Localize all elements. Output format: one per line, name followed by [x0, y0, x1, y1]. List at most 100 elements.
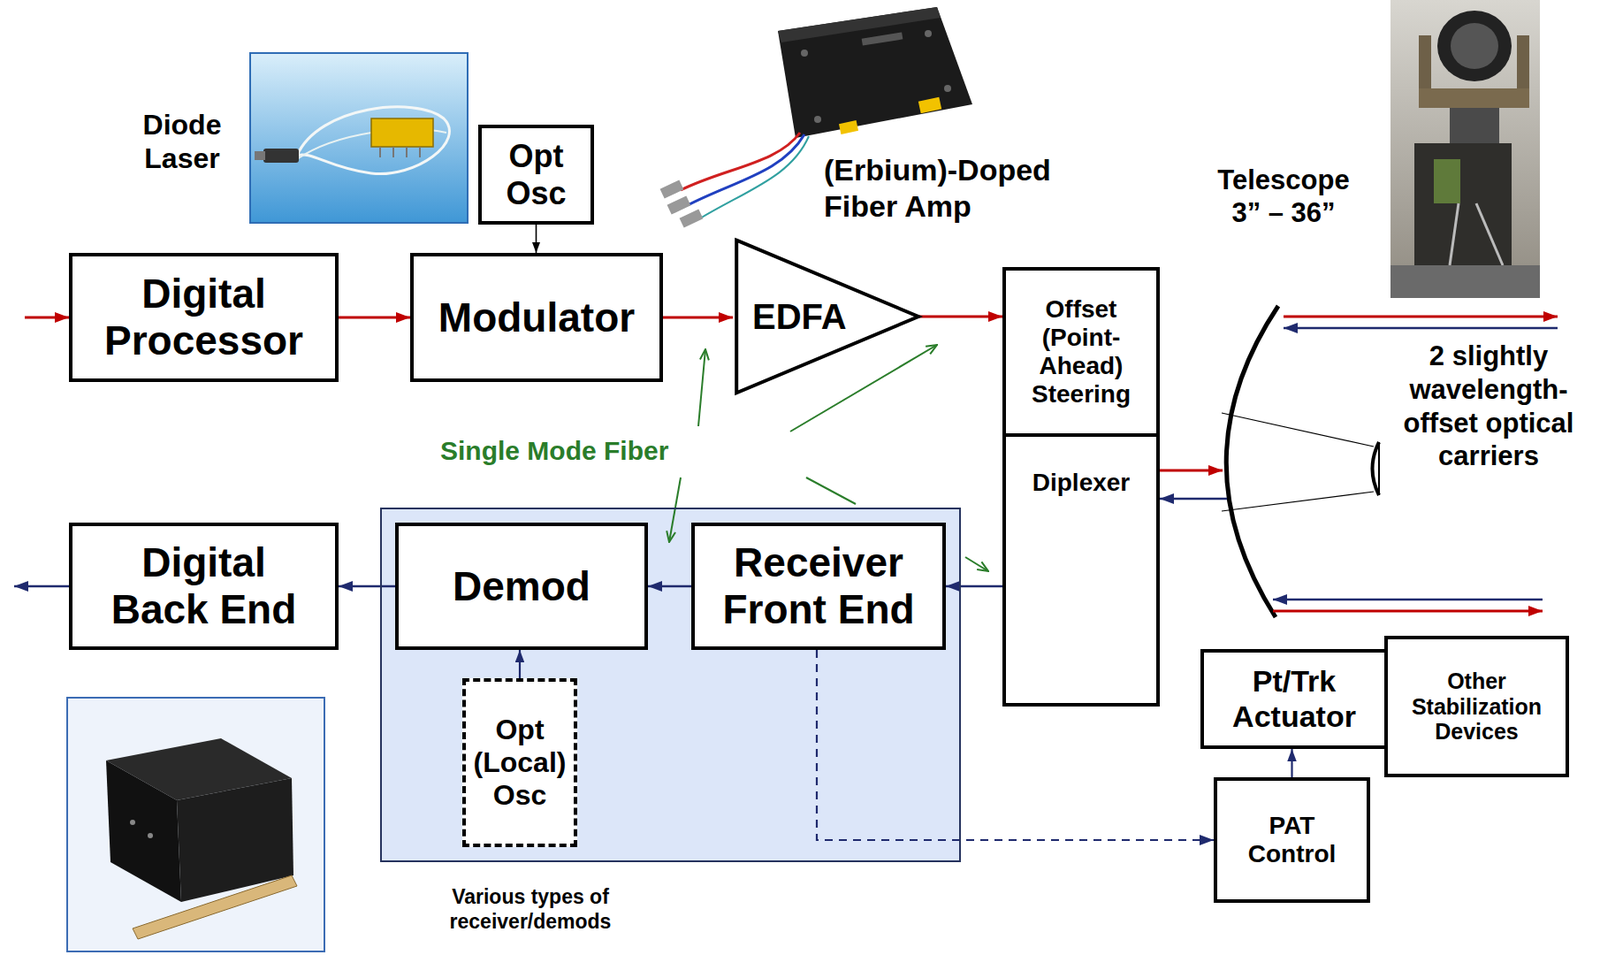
pat-control-box: PAT Control — [1213, 777, 1371, 903]
beam-arrows-part — [24, 316, 69, 320]
box-label: Pt/Trk Actuator — [1211, 663, 1378, 733]
box-label: Diplexer — [1032, 468, 1131, 497]
processor-box: Digital Processor — [68, 252, 339, 382]
box-label: Modulator — [438, 294, 635, 342]
diode-laser-photo-part — [263, 148, 299, 163]
beam-arrows-part — [1159, 497, 1227, 501]
telescope-photo-part — [1418, 35, 1432, 98]
telescope-mirrors-part — [1378, 441, 1380, 496]
receiver-front-end-box: Receiver Front End — [691, 522, 946, 650]
edfa-photo-part — [667, 195, 692, 214]
telescope-photo-part — [1516, 35, 1530, 98]
stabilization-box: Other Stabilization Devices — [1384, 635, 1570, 778]
box-label: Digital Back End — [93, 539, 314, 633]
edfa-photo-part — [660, 179, 685, 199]
fiber-leader-lines-part — [806, 477, 856, 504]
fiber-leader-lines-part — [698, 349, 706, 427]
edfa-photo-part — [679, 208, 704, 228]
diplexer-box: Diplexer — [1002, 433, 1160, 707]
telescope-photo-part — [1476, 203, 1503, 266]
signal-arrow — [338, 585, 396, 588]
receiver-box-photo-part — [106, 760, 182, 902]
box-label: Digital Processor — [93, 270, 314, 365]
box-label: Offset (Point-Ahead) Steering — [1013, 295, 1150, 410]
signal-arrow — [662, 316, 733, 320]
photo-caption: Diode Laser — [132, 107, 232, 176]
diode-laser-photo-part — [419, 146, 421, 158]
receiver-box-photo-part — [129, 819, 136, 825]
modulator-box: Modulator — [410, 252, 663, 382]
signal-arrow — [647, 585, 692, 588]
photo-caption: Telescope 3” – 36” — [1208, 163, 1359, 229]
telescope-mirrors-part — [1221, 412, 1374, 447]
telescope-photo-part — [1418, 88, 1530, 108]
telescope-mirrors-part — [1226, 305, 1279, 618]
diode-laser-photo-part — [379, 146, 381, 158]
telescope-photo-part — [1390, 0, 1540, 298]
edfa-photo-part — [800, 49, 808, 57]
signal-arrow — [945, 585, 1003, 588]
receiver-box-photo-part — [67, 697, 325, 952]
box-label: PAT Control — [1227, 811, 1357, 869]
telescope-photo-part — [1449, 203, 1459, 266]
diode-laser-photo-part — [371, 118, 434, 147]
signal-arrow — [1290, 748, 1293, 778]
diode-laser-photo-part — [392, 146, 395, 158]
signal-arrow — [918, 315, 1003, 319]
edfa-photo-part — [814, 115, 822, 123]
box-label: Other Stabilization Devices — [1394, 668, 1559, 745]
receiver-box-photo — [67, 697, 325, 952]
telescope-mirrors-part — [1221, 491, 1374, 511]
photo-caption: (Erbium)-Doped Fiber Amp — [823, 152, 1090, 225]
telescope-photo — [1390, 0, 1540, 298]
diode-laser-photo-part — [297, 106, 450, 175]
edfa-photo-part — [944, 84, 952, 92]
oscillator-box: Opt Osc — [478, 124, 595, 225]
back-end-box: Digital Back End — [68, 522, 339, 650]
telescope-photo-part — [1449, 107, 1500, 144]
telescope-mirrors-part — [1372, 441, 1380, 496]
beam-arrows-part — [1159, 469, 1223, 473]
fiber-leader-lines-part — [965, 556, 989, 572]
beam-arrows-part — [1283, 327, 1558, 330]
box-label: EDFA — [752, 296, 847, 337]
diode-laser-photo-part — [405, 146, 408, 158]
box-label: Opt (Local) Osc — [472, 713, 567, 811]
box-label: Demod — [452, 563, 591, 610]
telescope-mirrors — [1221, 305, 1380, 618]
edfa-photo-part — [861, 31, 904, 46]
steering-box: Offset (Point-Ahead) Steering — [1002, 266, 1160, 437]
beam-arrows-part — [1283, 315, 1558, 319]
telescope-photo-part — [1390, 265, 1540, 298]
box-label: Opt Osc — [488, 137, 584, 212]
beam-note: 2 slightly wavelength-offset optical car… — [1384, 339, 1593, 473]
edfa-photo-part — [777, 7, 973, 138]
receiver-box-photo-part — [132, 875, 298, 939]
diode-laser-photo — [250, 53, 468, 223]
local-oscillator-box: Opt (Local) Osc — [462, 678, 578, 847]
diode-laser-photo-part — [254, 151, 266, 160]
beam-arrows-part — [1272, 598, 1543, 602]
diode-laser-photo-part — [250, 53, 468, 223]
fiber-callout: Single Mode Fiber — [440, 434, 679, 467]
signal-arrow — [518, 649, 521, 679]
signal-arrow — [535, 224, 538, 253]
fiber-leader-lines-part — [669, 477, 681, 542]
panel-fill — [380, 507, 961, 862]
edfa-photo-part — [777, 7, 941, 43]
box-label: Receiver Front End — [703, 539, 934, 633]
demod-box: Demod — [395, 522, 648, 650]
receiver-box-photo-part — [147, 832, 153, 839]
beam-arrows-part — [1272, 609, 1543, 613]
amplifier-triangle-shape — [736, 240, 919, 394]
edfa-photo-part — [838, 120, 859, 135]
signal-arrow — [338, 316, 411, 320]
edfa-photo-part — [924, 30, 932, 38]
telescope-photo-part — [1433, 159, 1461, 204]
telescope-photo-part — [1414, 143, 1512, 267]
edfa-photo-part — [687, 134, 805, 206]
receiver-panel: Various types of receiver/demodsDemodRec… — [380, 507, 961, 862]
amplifier-triangle: EDFA — [732, 237, 919, 396]
panel-caption: Various types of receiver/demods — [441, 884, 619, 934]
